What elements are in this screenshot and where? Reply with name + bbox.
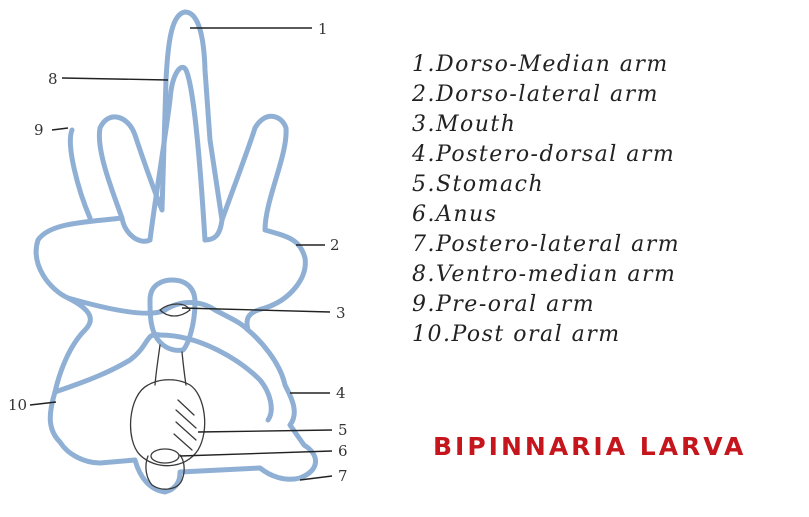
lateral-arm-outline (205, 220, 222, 240)
mouth-outline (150, 280, 195, 350)
legend-item: 6.Anus (412, 200, 680, 230)
legend-list: 1.Dorso-Median arm 2.Dorso-lateral arm 3… (412, 50, 680, 350)
diagram-label-6: 6 (338, 442, 348, 460)
stomach (131, 380, 205, 466)
oral-band-outline (68, 298, 248, 330)
legend-item: 9.Pre-oral arm (412, 290, 680, 320)
diagram-label-7: 7 (338, 467, 348, 485)
legend-item: 8.Ventro-median arm (412, 260, 680, 290)
legend-item: 3.Mouth (412, 110, 680, 140)
leader-line-5 (198, 430, 332, 432)
anus (151, 449, 179, 463)
leader-line-8 (62, 78, 168, 80)
legend-item: 7.Postero-lateral arm (412, 230, 680, 260)
diagram-label-8: 8 (48, 70, 58, 88)
legend-item: 10.Post oral arm (412, 320, 680, 350)
pre-oral-arm-outline (70, 130, 90, 218)
diagram-label-4: 4 (336, 384, 346, 402)
dorsal-arm-outline (122, 218, 150, 241)
leader-line-9 (52, 128, 68, 130)
legend-item: 5.Stomach (412, 170, 680, 200)
diagram-label-9: 9 (34, 121, 44, 139)
diagram-label-1: 1 (318, 20, 328, 38)
legend-item: 1.Dorso-Median arm (412, 50, 680, 80)
larva-diagram: 1 2 3 4 5 6 7 8 9 10 (0, 0, 400, 517)
diagram-label-5: 5 (338, 421, 348, 439)
diagram-title: BIPINNARIA LARVA (433, 432, 746, 461)
stomach-shading (174, 400, 196, 450)
legend-item: 2.Dorso-lateral arm (412, 80, 680, 110)
leader-line-6 (180, 451, 332, 456)
diagram-label-3: 3 (336, 304, 346, 322)
diagram-label-2: 2 (330, 236, 340, 254)
legend-item: 4.Postero-dorsal arm (412, 140, 680, 170)
ventro-median-arm-outline (150, 67, 205, 240)
diagram-label-10: 10 (8, 396, 27, 414)
larva-body-outline (36, 12, 315, 492)
